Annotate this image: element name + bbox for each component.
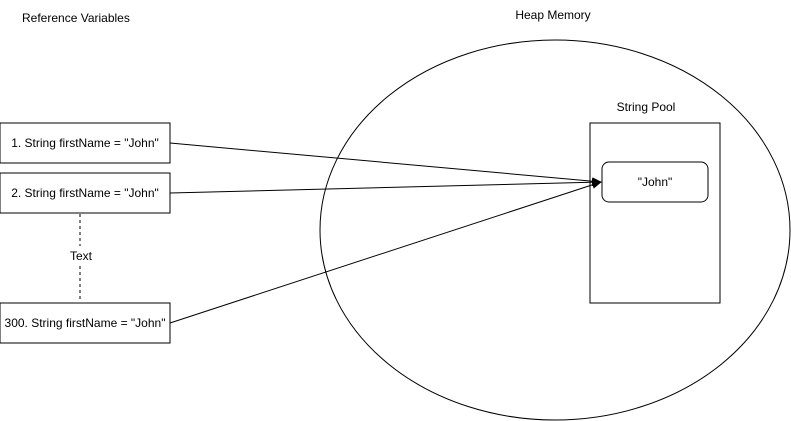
reference-arrow-2 (169, 178, 602, 194)
heap-memory-ellipse (319, 39, 791, 421)
pool-string-object (601, 161, 709, 203)
reference-box-2-label: 2. String firstName = "John" (11, 186, 159, 200)
reference-box-300-label: 300. String firstName = "John" (5, 316, 166, 330)
reference-variables-heading: Reference Variables (22, 11, 130, 25)
reference-arrow-1 (169, 142, 602, 186)
reference-box-2: 2. String firstName = "John" (0, 172, 171, 214)
string-pool-heading: String Pool (617, 100, 676, 114)
reference-box-1-label: 1. String firstName = "John" (11, 136, 159, 150)
reference-box-1: 1. String firstName = "John" (0, 122, 171, 164)
gap-text-label: Text (70, 249, 93, 263)
gap-label-background (66, 247, 96, 264)
string-pool-box (589, 122, 721, 304)
heap-memory-heading: Heap Memory (515, 8, 590, 22)
pool-string-object-label: "John" (638, 175, 673, 189)
reference-arrow-300 (169, 180, 602, 324)
reference-box-300: 300. String firstName = "John" (0, 302, 171, 344)
